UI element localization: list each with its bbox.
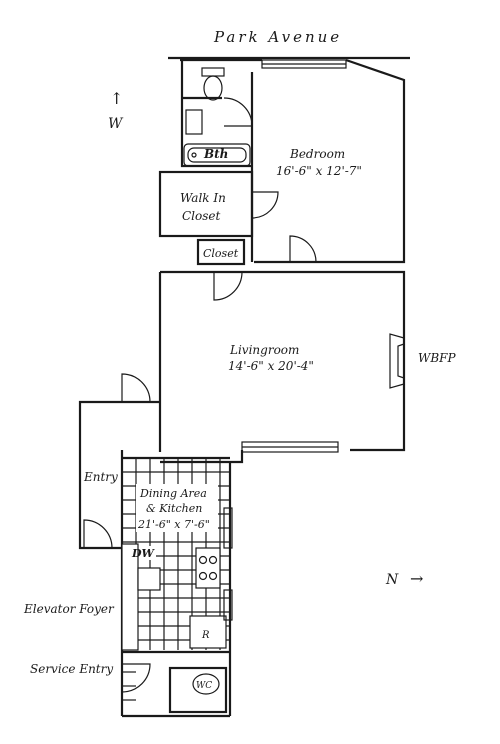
west-label: W [108,116,124,132]
closet-room [196,238,246,266]
living-size: 14'-6" x 20'-4" [228,359,314,373]
refrigerator [189,615,227,649]
stove [195,547,221,589]
door-service [121,663,151,693]
toilet-tank [201,67,225,77]
wc-label: WC [196,681,212,691]
closet-label: Closet [203,247,239,260]
north-label: N [385,572,399,588]
kitchen-window [223,507,233,549]
bathtub [183,143,251,167]
bedroom-label: Bedroom [289,147,345,161]
service-area [121,650,230,714]
west-arrow: ↑ [110,89,123,108]
counter [121,543,139,651]
dining-label-1: Dining Area [139,487,207,500]
fireplace [389,333,405,389]
door-entry-top [121,373,151,403]
dining-label-2: & Kitchen [146,502,202,515]
street-label: Park Avenue [213,28,342,46]
toilet-bowl [203,75,223,101]
door-entry-bottom [83,519,113,549]
bath-label: Bth [203,147,228,161]
elevator-foyer-label: Elevator Foyer [23,602,115,616]
entry-label: Entry [83,470,118,484]
entry-room [78,373,160,550]
sink-kitchen [137,567,161,591]
dw-label: DW [131,547,156,560]
north-arrow: → [410,569,423,588]
kitchen-window-2 [223,589,233,621]
door-bedroom-living [289,235,317,263]
dining-size: 21'-6" x 7'-6" [137,518,210,531]
bedroom [180,58,406,264]
door-living [213,271,243,301]
fireplace-label: WBFP [418,351,456,365]
service-entry-label: Service Entry [30,662,113,676]
wc-toilet [192,673,220,695]
bedroom-size: 16'-6" x 12'-7" [276,164,362,178]
door-bedroom [251,191,279,219]
living-label: Livingroom [229,343,299,357]
refrigerator-label: R [201,630,210,641]
walkin-closet-room [158,170,254,238]
wc-room [168,666,228,714]
sink [185,109,203,135]
walkin-label-1: Walk In [180,191,226,205]
door-bath [223,97,253,127]
bathroom [180,60,253,168]
dining-kitchen [120,450,233,718]
walkin-label-2: Closet [182,209,221,223]
livingroom [158,270,406,464]
